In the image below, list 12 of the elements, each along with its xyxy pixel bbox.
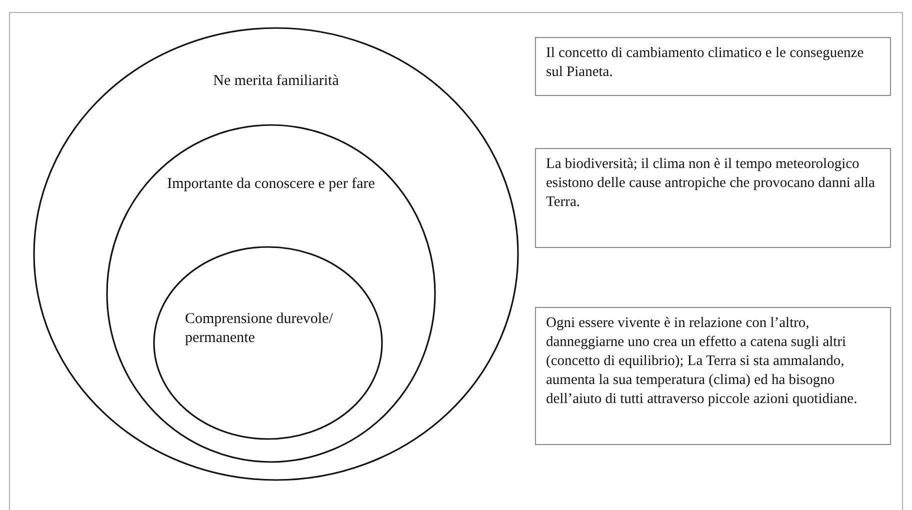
box-text: Il concetto di cambiamento climatico e le conseguenze sul Pianeta. bbox=[546, 44, 865, 82]
nested-ellipse bbox=[153, 246, 383, 440]
ellipse-label: Comprensione durevole/ permanente bbox=[185, 310, 334, 348]
nested-ellipse bbox=[106, 124, 436, 463]
text-box bbox=[535, 148, 891, 248]
ellipse-label: Ne merita familiarità bbox=[212, 72, 340, 91]
text-box bbox=[535, 307, 891, 445]
box-text: Ogni essere vivente è in relazione con l’altro, danneggiarne uno crea un effetto a catena sugli altri (concetto di equilibrio); La Terra si sta ammalando, aumenta la sua temperatura (clima) ed ha bisogno dell’aiuto di tutti attraverso piccole azioni quotidiane. bbox=[546, 314, 858, 409]
box-text: La biodiversità; il clima non è il tempo meteorologico esistono delle cause antropiche che provocano danni alla Terra. bbox=[546, 155, 876, 212]
nested-ellipse bbox=[33, 27, 519, 481]
ellipse-label: Importante da conoscere e per fare bbox=[166, 175, 376, 194]
text-box bbox=[535, 37, 891, 96]
